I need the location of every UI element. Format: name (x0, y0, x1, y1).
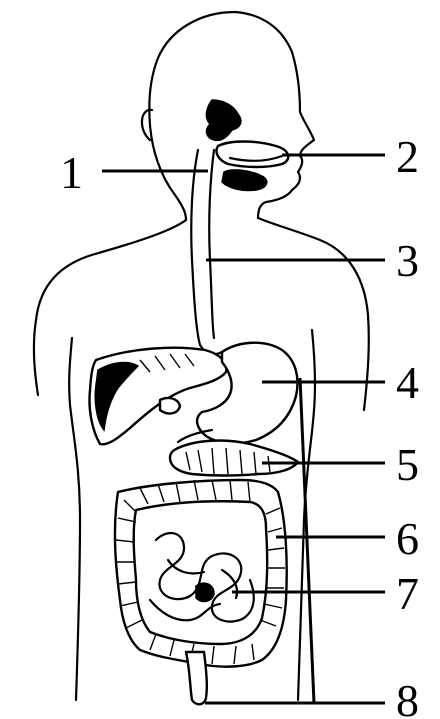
label-7: 7 (396, 568, 419, 619)
label-2: 2 (396, 131, 419, 182)
label-4: 4 (396, 357, 419, 408)
pancreas (170, 441, 298, 476)
label-1: 1 (60, 147, 83, 198)
label-5: 5 (396, 439, 419, 490)
label-8: 8 (396, 675, 419, 719)
esophagus (191, 150, 222, 354)
label-6: 6 (396, 513, 419, 564)
rectum (186, 652, 207, 704)
label-3: 3 (396, 235, 419, 286)
mouth-region (206, 100, 288, 191)
